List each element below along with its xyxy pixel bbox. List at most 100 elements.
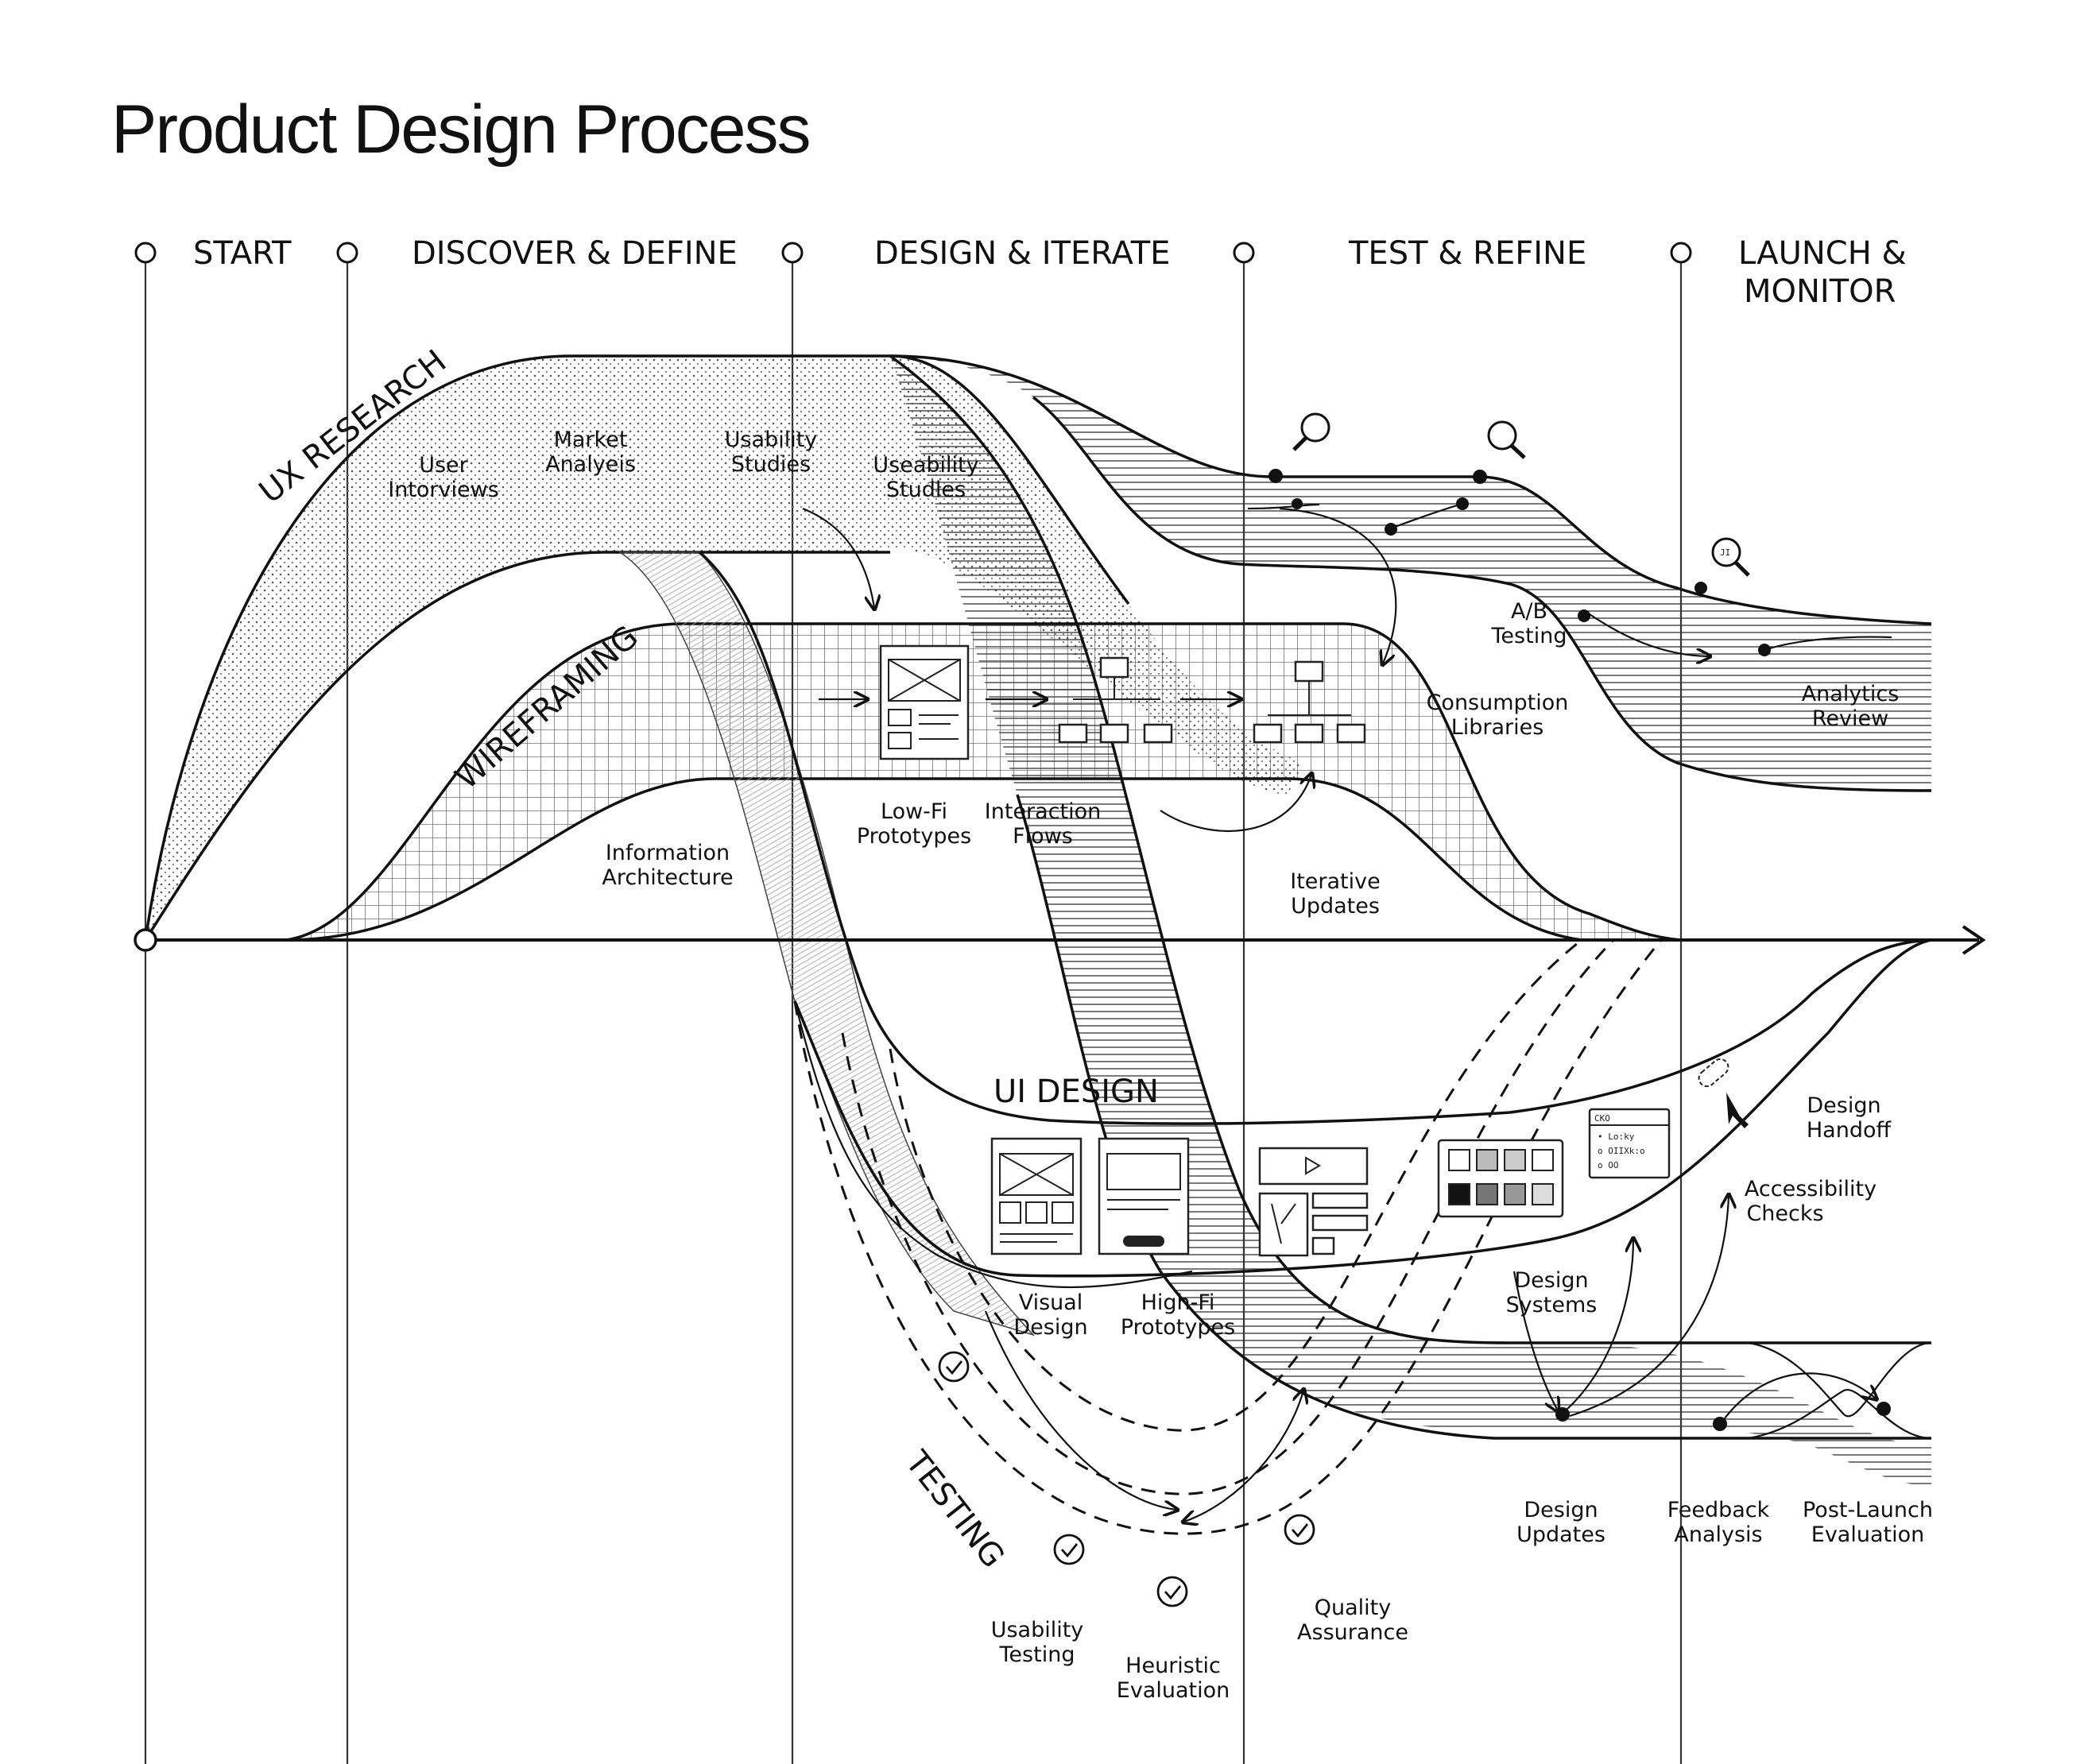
svg-text:Post-Launch: Post-Launch (1803, 1498, 1933, 1522)
svg-text:Usability: Usability (991, 1618, 1084, 1642)
wireframing-band (286, 624, 1681, 940)
svg-text:Design: Design (1013, 1315, 1087, 1340)
panel-line-2: o OIIXk:o (1598, 1146, 1645, 1156)
label-low-fi-prototypes: Low-Fi Prototypes (857, 799, 971, 849)
testing-dash-1 (793, 939, 1663, 1535)
link-icon (1698, 1058, 1729, 1088)
label-high-fi-prototypes: High-Fi Prototypes (1121, 1290, 1235, 1340)
label-usability-testing: Usability Testing (991, 1618, 1084, 1667)
video-icon[interactable] (1258, 1147, 1369, 1257)
svg-text:Low-Fi: Low-Fi (881, 799, 947, 824)
phase-test-refine: TEST & REFINE (1348, 235, 1586, 272)
swatch-icon (1437, 1139, 1564, 1218)
svg-text:Systems: Systems (1506, 1293, 1598, 1317)
svg-text:Review: Review (1812, 706, 1888, 731)
label-design-handoff: Design Handoff (1807, 1093, 1892, 1143)
label-heuristic-evaluation: Heuristic Evaluation (1117, 1654, 1230, 1703)
phase-design-iterate: DESIGN & ITERATE (874, 235, 1170, 272)
svg-text:Quality: Quality (1315, 1596, 1391, 1620)
svg-text:Analyeis: Analyeis (545, 452, 636, 477)
check-icon (938, 1351, 970, 1383)
timeline-start-node (134, 928, 157, 952)
label-accessibility-checks: Accessibility Checks (1745, 1177, 1877, 1226)
svg-text:High-Fi: High-Fi (1141, 1290, 1215, 1315)
svg-text:Usability: Usability (725, 427, 818, 452)
label-quality-assurance: Quality Assurance (1297, 1596, 1408, 1645)
svg-text:Testing: Testing (999, 1642, 1075, 1667)
svg-text:Intorviews: Intorviews (388, 478, 499, 502)
research-nodes (1268, 469, 1891, 1431)
svg-text:Interaction: Interaction (985, 799, 1101, 824)
research-stream (890, 356, 1931, 791)
magnifier-icon: JI (1711, 537, 1750, 577)
label-user-interviews: User Intorviews (388, 453, 499, 502)
phase-discover-define: DISCOVER & DEFINE (412, 235, 738, 272)
svg-text:Iterative: Iterative (1290, 869, 1380, 894)
ux-research-outer-edge (144, 354, 1130, 941)
panel-line-1: • Lo:ky (1598, 1132, 1635, 1142)
timeline-arrow-icon (1962, 925, 1986, 955)
label-interaction-flows: Interaction Flows (985, 799, 1101, 849)
band-ui-design: UI DESIGN (993, 1073, 1159, 1110)
label-consumption-libraries: Consumption Libraries (1427, 691, 1569, 740)
wireframe-icon (1098, 1137, 1190, 1255)
svg-text:Evaluation: Evaluation (1117, 1678, 1230, 1703)
svg-text:Design: Design (1524, 1498, 1598, 1522)
check-icon (1053, 1534, 1085, 1565)
svg-text:Information: Information (606, 841, 730, 865)
component-panel-icon: CKO • Lo:ky o OIIXk:o o OO (1588, 1108, 1671, 1179)
phase-start: START (193, 235, 292, 272)
svg-text:Handoff: Handoff (1807, 1118, 1892, 1143)
svg-text:Updates: Updates (1516, 1522, 1605, 1547)
ux-research-inner-edge (144, 551, 890, 941)
label-ab-testing: A/B Testing (1491, 599, 1567, 648)
design-updates-top-edge (889, 354, 1931, 1344)
check-icon (1284, 1514, 1315, 1545)
svg-text:Flows: Flows (1013, 824, 1073, 849)
panel-title: CKO (1594, 1113, 1610, 1124)
ui-design-outer-edge (698, 551, 1932, 1125)
svg-text:Consumption: Consumption (1427, 691, 1569, 715)
diagonal-band-left (618, 551, 1036, 1337)
wireframing-inner-edge (285, 777, 1582, 942)
svg-text:Testing: Testing (1491, 624, 1567, 648)
cursor-icon (1726, 1093, 1749, 1128)
label-visual-design: Visual Design (1013, 1290, 1087, 1340)
svg-text:Analytics: Analytics (1802, 682, 1900, 706)
svg-text:Analysis: Analysis (1674, 1522, 1762, 1547)
magnifier-icon (1487, 420, 1526, 459)
svg-text:Market: Market (554, 427, 628, 452)
ui-design-inner-edge (793, 938, 1932, 1278)
svg-text:Prototypes: Prototypes (857, 824, 971, 849)
label-post-launch-evaluation: Post-Launch Evaluation (1803, 1498, 1933, 1547)
svg-text:Checks: Checks (1746, 1201, 1823, 1226)
svg-text:Heuristic: Heuristic (1125, 1654, 1221, 1678)
svg-text:A/B: A/B (1511, 599, 1547, 624)
svg-text:Libraries: Libraries (1451, 715, 1544, 740)
wireframe-icon (879, 644, 970, 760)
sitemap-icon (1058, 656, 1173, 744)
label-usability-studies-2: Useability Studles (873, 453, 978, 502)
label-usability-studies-1: Usability Studies (725, 427, 818, 477)
label-iterative-updates: Iterative Updates (1290, 869, 1380, 919)
svg-text:Updates: Updates (1291, 894, 1380, 919)
label-design-systems: Design Systems (1506, 1268, 1598, 1317)
panel-line-3: o OO (1598, 1160, 1619, 1170)
svg-text:Evaluation: Evaluation (1811, 1522, 1924, 1547)
phase-launch-line2: MONITOR (1744, 273, 1896, 310)
svg-text:Assurance: Assurance (1297, 1620, 1408, 1645)
label-market-analysis: Market Analyeis (545, 427, 636, 477)
svg-text:Design: Design (1514, 1268, 1588, 1293)
label-analytics-review: Analytics Review (1802, 682, 1900, 731)
design-updates-bottom-edge (1016, 794, 1931, 1440)
wireframing-outer-edge (285, 622, 1682, 942)
label-feedback-analysis: Feedback Analysis (1667, 1498, 1770, 1547)
svg-text:Accessibility: Accessibility (1745, 1177, 1877, 1201)
sitemap-icon (1253, 660, 1366, 744)
magnifier-mark: JI (1720, 547, 1730, 558)
svg-text:Architecture: Architecture (602, 865, 733, 890)
svg-text:Prototypes: Prototypes (1121, 1315, 1235, 1340)
svg-text:Feedback: Feedback (1667, 1498, 1770, 1522)
